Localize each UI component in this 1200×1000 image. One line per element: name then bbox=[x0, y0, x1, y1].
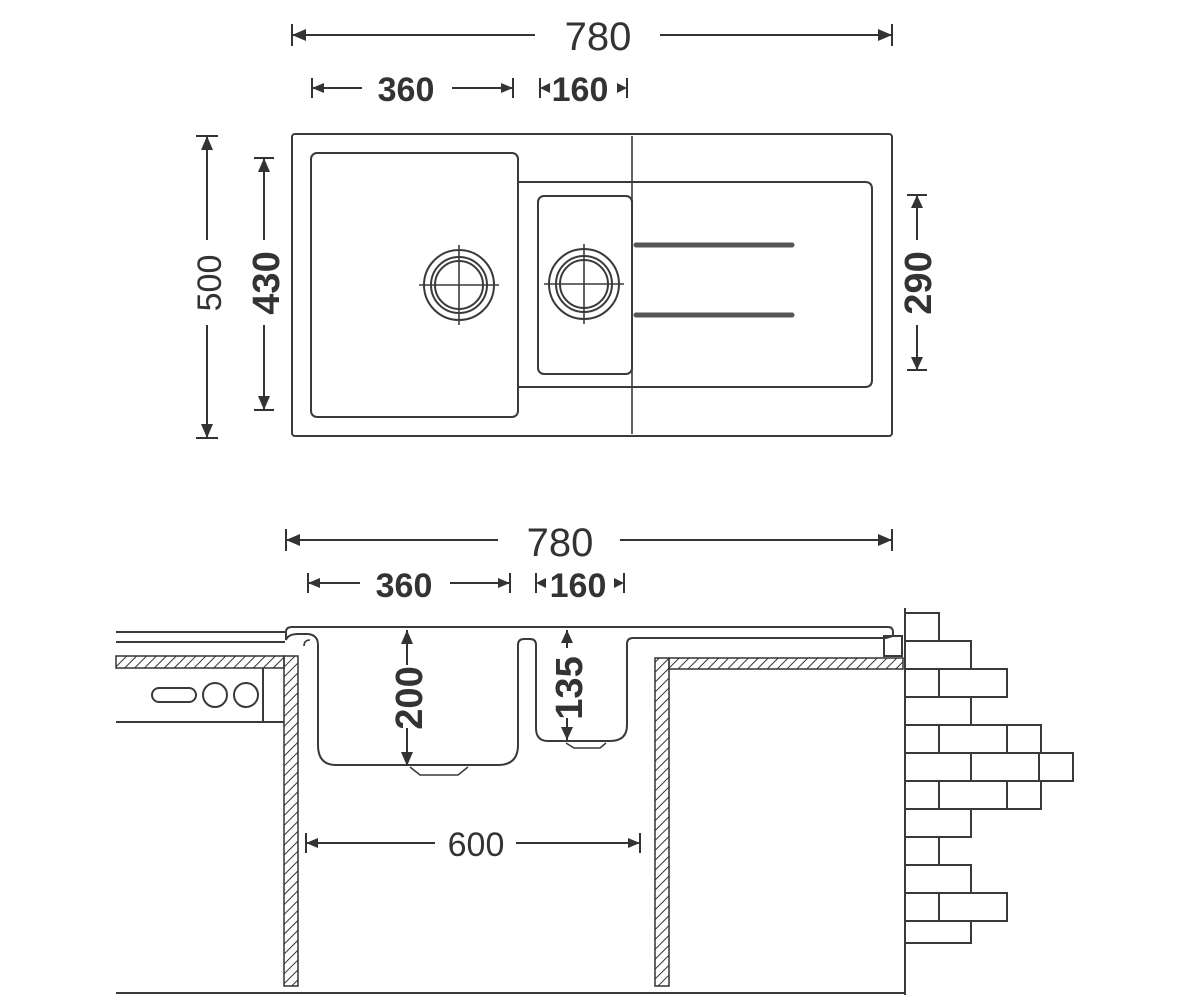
side-overall-width-dimension: 780 bbox=[285, 521, 893, 565]
side-main-bowl-width-dimension: 360 bbox=[307, 567, 511, 605]
right-cabinet-wall bbox=[654, 657, 670, 987]
left-countertop bbox=[115, 631, 285, 723]
top-overall-depth-dimension: 500 bbox=[191, 135, 229, 439]
small-bowl bbox=[537, 195, 633, 375]
main-bowl bbox=[310, 152, 519, 418]
left-cabinet-wall bbox=[283, 655, 299, 987]
knob-icon bbox=[202, 682, 228, 708]
top-overall-width-dimension: 780 bbox=[291, 15, 893, 59]
drainer-area bbox=[518, 181, 873, 388]
sink-rim-inner bbox=[303, 639, 311, 647]
brick-wall bbox=[904, 608, 1074, 995]
top-main-bowl-depth-dimension: 430 bbox=[246, 157, 288, 411]
top-small-bowl-width-label: 160 bbox=[552, 71, 609, 109]
small-bowl-height-label: 135 bbox=[549, 656, 591, 719]
main-bowl-drain-profile bbox=[409, 766, 469, 776]
small-bowl-drain-icon bbox=[544, 244, 624, 324]
side-overall-width-label: 780 bbox=[527, 521, 594, 565]
side-small-bowl-width-dimension: 160 bbox=[535, 567, 625, 605]
small-bowl-drain-profile bbox=[565, 742, 607, 749]
sink-outline bbox=[291, 133, 893, 437]
cabinet-width-label: 600 bbox=[448, 826, 505, 864]
top-overall-width-label: 780 bbox=[565, 15, 632, 59]
right-countertop bbox=[668, 657, 904, 670]
knob-icon bbox=[233, 682, 259, 708]
top-overall-depth-label: 500 bbox=[191, 255, 229, 312]
main-bowl-height-dimension: 200 bbox=[389, 630, 431, 766]
hob-control-knobs bbox=[151, 682, 259, 708]
side-view: 780 360 160 bbox=[115, 521, 1074, 995]
top-drainer-depth-dimension: 290 bbox=[898, 194, 940, 371]
top-drainer-depth-label: 290 bbox=[898, 251, 940, 314]
control-slot-icon bbox=[151, 687, 197, 703]
side-main-bowl-width-label: 360 bbox=[376, 567, 433, 605]
top-small-bowl-width-dimension: 160 bbox=[539, 71, 628, 109]
top-main-bowl-width-label: 360 bbox=[378, 71, 435, 109]
top-main-bowl-depth-label: 430 bbox=[246, 251, 288, 314]
top-view: 780 360 160 500 bbox=[191, 15, 940, 439]
top-main-bowl-width-dimension: 360 bbox=[311, 71, 514, 109]
small-bowl-height-dimension: 135 bbox=[549, 630, 591, 740]
tap-mount bbox=[883, 635, 903, 657]
main-bowl-height-label: 200 bbox=[389, 666, 431, 729]
sink-profile bbox=[285, 626, 894, 766]
cabinet-width-dimension: 600 bbox=[305, 826, 641, 864]
main-bowl-drain-icon bbox=[419, 245, 499, 325]
side-small-bowl-width-label: 160 bbox=[550, 567, 607, 605]
